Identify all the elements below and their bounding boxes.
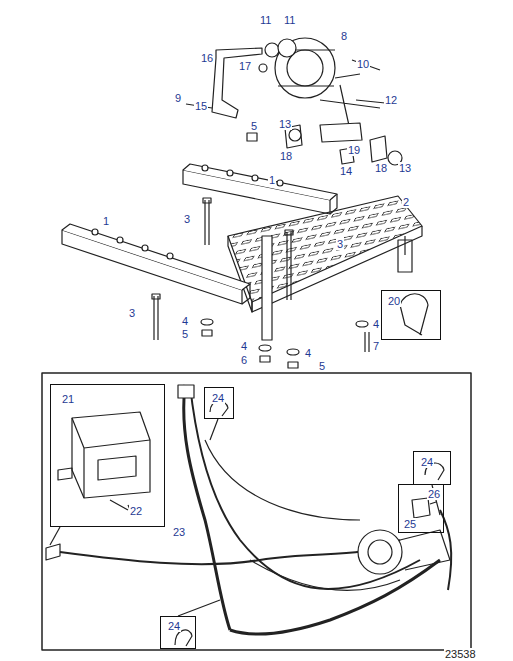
inset-box: 24	[160, 616, 196, 649]
callout-number: 10	[356, 58, 370, 70]
inset-box: 24	[204, 387, 234, 419]
callout-number: 22	[129, 505, 143, 517]
callout-number: 4	[181, 315, 189, 327]
callout-number: 24	[420, 456, 434, 468]
callout-number: 3	[183, 213, 191, 225]
callout-number: 13	[278, 118, 292, 130]
callout-number: 5	[181, 328, 189, 340]
callout-number: 23	[172, 526, 186, 538]
callout-number: 1	[268, 174, 276, 186]
callout-number: 25	[403, 518, 417, 530]
callout-number: 4	[240, 340, 248, 352]
inset-box: 24	[413, 451, 451, 485]
callout-number: 16	[200, 52, 214, 64]
callout-number: 14	[339, 165, 353, 177]
inset-box: 21 22	[50, 384, 165, 527]
callout-number: 5	[250, 120, 258, 132]
callout-number: 7	[372, 340, 380, 352]
callout-number: 6	[240, 354, 248, 366]
callout-number: 11	[259, 14, 272, 26]
callout-number: 19	[347, 144, 361, 156]
callout-number: 3	[336, 238, 344, 250]
figure-number: 23538	[444, 648, 477, 660]
callout-number: 5	[318, 360, 326, 372]
callout-number: 4	[304, 347, 312, 359]
callout-number: 18	[374, 162, 388, 174]
callout-number: 21	[61, 393, 75, 405]
callout-number: 24	[211, 392, 225, 404]
callout-number: 13	[398, 162, 412, 174]
callout-number: 20	[387, 295, 401, 307]
callout-number: 17	[238, 60, 252, 72]
callout-number: 18	[279, 150, 293, 162]
callout-number: 8	[340, 30, 348, 42]
callout-number: 2	[402, 196, 410, 208]
inset-box: 26 25	[398, 484, 444, 533]
callout-number: 4	[372, 318, 380, 330]
callout-number: 26	[427, 488, 441, 500]
callout-number: 1	[102, 215, 110, 227]
callout-number: 9	[174, 92, 182, 104]
callout-number: 3	[128, 307, 136, 319]
callout-number: 15	[194, 100, 208, 112]
callout-number: 11	[283, 14, 296, 26]
inset-box: 20	[381, 290, 441, 340]
callout-number: 12	[384, 94, 398, 106]
callout-number: 24	[167, 620, 181, 632]
